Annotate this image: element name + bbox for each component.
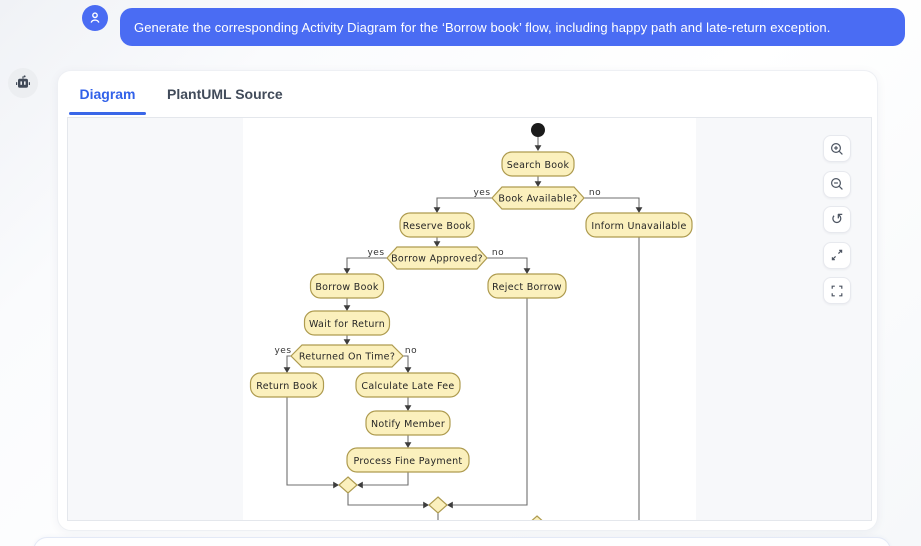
branch-label-no: no <box>589 188 601 198</box>
reset-view-button[interactable]: ↺ <box>823 206 851 233</box>
diagram-panel: Search Book Book Available? yes no Reser… <box>67 117 872 521</box>
activity-node-wait-for-return: Wait for Return <box>303 310 391 336</box>
svg-text:Reject Borrow: Reject Borrow <box>492 282 562 293</box>
zoom-in-icon <box>830 142 844 156</box>
svg-text:Process Fine Payment: Process Fine Payment <box>354 456 463 467</box>
svg-text:Reserve Book: Reserve Book <box>403 221 472 232</box>
tab-plantuml-source[interactable]: PlantUML Source <box>159 71 291 117</box>
activity-node-reserve-book: Reserve Book <box>399 212 475 238</box>
zoom-controls: ↺ <box>823 135 851 313</box>
expand-icon <box>830 248 844 262</box>
tab-plantuml-source-label: PlantUML Source <box>167 86 283 102</box>
user-message-text: Generate the corresponding Activity Diag… <box>134 19 831 35</box>
expand-button[interactable] <box>823 241 851 269</box>
fullscreen-button[interactable] <box>823 277 851 304</box>
assistant-avatar <box>8 68 38 98</box>
user-avatar <box>82 5 108 31</box>
branch-label-no: no <box>405 346 417 356</box>
decision-borrow-approved: Borrow Approved? <box>386 246 488 270</box>
diagram-viewport[interactable]: Search Book Book Available? yes no Reser… <box>243 118 696 520</box>
svg-text:Notify Member: Notify Member <box>371 419 445 430</box>
svg-text:Returned On Time?: Returned On Time? <box>299 352 395 363</box>
chat-input[interactable] <box>33 537 891 546</box>
zoom-out-icon <box>830 177 844 191</box>
fullscreen-icon <box>830 284 844 298</box>
tab-diagram[interactable]: Diagram <box>69 71 146 117</box>
user-message-bubble: Generate the corresponding Activity Diag… <box>120 8 905 46</box>
user-icon <box>87 10 103 26</box>
activity-node-process-fine-payment: Process Fine Payment <box>346 447 470 473</box>
activity-diagram: Search Book Book Available? yes no Reser… <box>249 123 693 520</box>
svg-text:Inform Unavailable: Inform Unavailable <box>591 221 686 232</box>
activity-node-reject-borrow: Reject Borrow <box>487 273 567 299</box>
reset-view-icon: ↺ <box>830 210 844 228</box>
branch-label-yes: yes <box>274 346 291 356</box>
merge-node-3 <box>531 515 543 520</box>
svg-text:Return Book: Return Book <box>256 381 318 392</box>
branch-label-yes: yes <box>473 188 490 198</box>
activity-node-borrow-book: Borrow Book <box>309 273 385 299</box>
svg-text:Borrow Book: Borrow Book <box>315 282 379 293</box>
merge-node-2 <box>428 496 448 514</box>
activity-node-return-book: Return Book <box>249 372 325 398</box>
activity-node-search-book: Search Book <box>501 151 575 177</box>
branch-label-yes: yes <box>367 248 384 258</box>
active-tab-underline <box>69 112 146 115</box>
svg-text:Search Book: Search Book <box>507 160 570 171</box>
svg-text:Book Available?: Book Available? <box>498 194 577 205</box>
svg-text:Calculate Late Fee: Calculate Late Fee <box>361 381 454 392</box>
diagram-edges <box>283 137 643 520</box>
merge-node-1 <box>338 476 358 494</box>
activity-node-calculate-late-fee: Calculate Late Fee <box>355 372 461 398</box>
svg-text:Wait for Return: Wait for Return <box>309 319 385 330</box>
zoom-in-button[interactable] <box>823 135 851 162</box>
robot-icon <box>14 74 32 92</box>
svg-text:Borrow Approved?: Borrow Approved? <box>391 254 483 265</box>
initial-node <box>531 123 545 137</box>
branch-label-no: no <box>492 248 504 258</box>
decision-book-available: Book Available? <box>491 186 585 210</box>
activity-node-notify-member: Notify Member <box>365 410 451 436</box>
activity-node-inform-unavailable: Inform Unavailable <box>585 212 693 238</box>
response-card: Diagram PlantUML Source <box>57 70 878 531</box>
tab-diagram-label: Diagram <box>79 86 136 102</box>
zoom-out-button[interactable] <box>823 170 851 198</box>
decision-returned-on-time: Returned On Time? <box>290 344 404 368</box>
